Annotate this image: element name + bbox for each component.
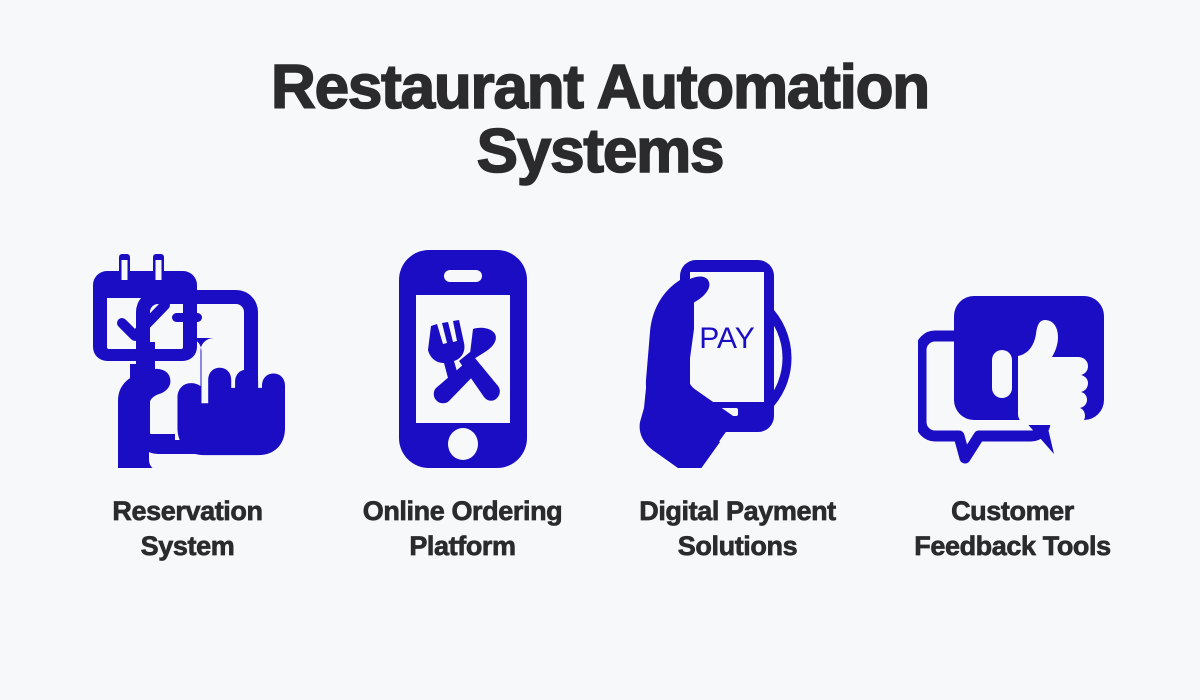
hand-phone-contactless-pay-icon: PAY (639, 260, 792, 468)
pay-screen-text: PAY (699, 322, 755, 355)
page-title-line-1: Restaurant Automation (270, 53, 931, 122)
feature-card-label-line-1: Reservation (112, 496, 263, 527)
feature-card-label-line-2: Feedback Tools (914, 531, 1112, 562)
icon-container (398, 248, 527, 468)
feature-card-label-line-2: Solutions (677, 531, 798, 562)
feature-card-label: Customer Feedback Tools (914, 494, 1112, 564)
feature-card-label: Digital Payment Solutions (639, 494, 837, 564)
feature-card-digital-payment-solutions: PAY Digital Payment Solutions (600, 248, 875, 564)
feature-card-label-line-1: Digital Payment (639, 496, 837, 527)
feature-card-label: Reservation System (112, 494, 263, 564)
feature-card-reservation-system: Reservation System (50, 248, 325, 564)
feature-card-customer-feedback-tools: Customer Feedback Tools (875, 248, 1150, 564)
speech-bubble-thumbs-up-icon (917, 296, 1104, 464)
smartphone-fork-knife-icon (398, 250, 527, 468)
feature-card-row: Reservation System (0, 248, 1200, 564)
feature-card-label-line-1: Customer (951, 496, 1075, 527)
icon-container (917, 248, 1108, 468)
feature-card-label: Online Ordering Platform (362, 494, 563, 564)
calendar-check-phone-tap-icon (93, 254, 285, 468)
feature-card-online-ordering-platform: Online Ordering Platform (325, 248, 600, 564)
feature-card-label-line-2: Platform (409, 531, 516, 562)
icon-container (85, 248, 290, 468)
page-title-line-2: Systems (476, 117, 725, 186)
icon-container: PAY (638, 248, 838, 468)
page-title: Restaurant Automation Systems (0, 53, 1200, 186)
feature-card-label-line-1: Online Ordering (362, 496, 563, 527)
feature-card-label-line-2: System (140, 531, 235, 562)
